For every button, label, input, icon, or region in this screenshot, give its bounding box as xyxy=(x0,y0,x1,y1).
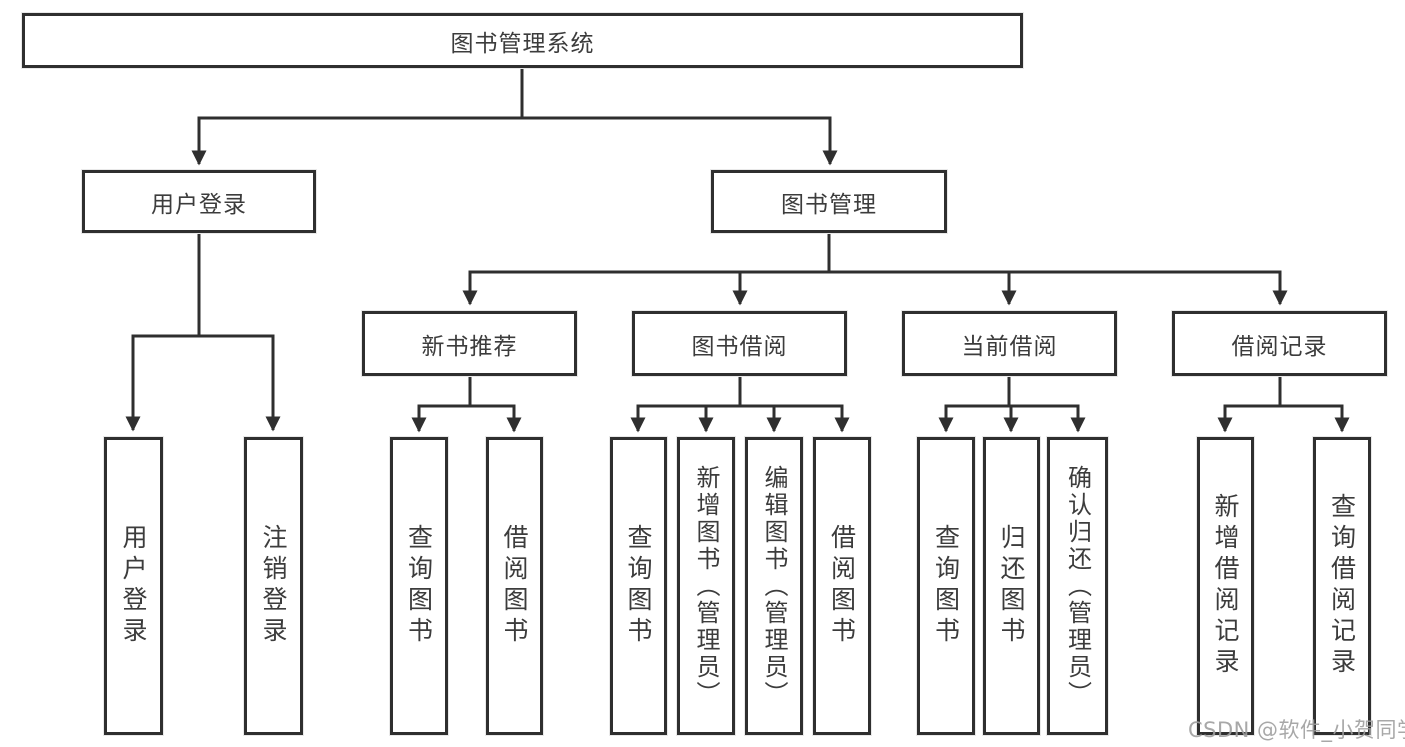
leaf-return-books: 归还图书 xyxy=(983,437,1040,735)
node-book-management-label: 图书管理 xyxy=(781,191,877,218)
node-book-borrow-label: 图书借阅 xyxy=(691,333,788,360)
leaf-recommend-query-books: 查询图书 xyxy=(390,437,448,735)
leaf-logout-label: 注销登录 xyxy=(259,524,288,648)
leaf-add-books-admin-label: 新增图书（管理员） xyxy=(692,464,720,708)
leaf-edit-books-admin: 编辑图书（管理员） xyxy=(745,437,803,735)
leaf-add-borrow-record: 新增借阅记录 xyxy=(1197,437,1254,735)
node-root: 图书管理系统 xyxy=(22,13,1023,68)
leaf-logout: 注销登录 xyxy=(244,437,303,735)
leaf-add-books-admin: 新增图书（管理员） xyxy=(677,437,735,735)
node-borrow-records: 借阅记录 xyxy=(1172,311,1387,376)
leaf-borrow-query-books-label: 查询图书 xyxy=(624,524,653,648)
leaf-user-login: 用户登录 xyxy=(104,437,163,735)
leaf-recommend-borrow-books-label: 借阅图书 xyxy=(500,524,529,648)
node-user-login: 用户登录 xyxy=(82,170,316,233)
node-new-book-recommend-label: 新书推荐 xyxy=(421,333,518,360)
leaf-recommend-borrow-books: 借阅图书 xyxy=(486,437,543,735)
leaf-borrow-query-books: 查询图书 xyxy=(610,437,667,735)
node-root-label: 图书管理系统 xyxy=(450,30,595,57)
leaf-recommend-query-books-label: 查询图书 xyxy=(404,524,434,648)
leaf-confirm-return-admin: 确认归还（管理员） xyxy=(1047,437,1108,735)
leaf-current-query-books-label: 查询图书 xyxy=(931,524,961,648)
leaf-add-borrow-record-label: 新增借阅记录 xyxy=(1211,493,1240,679)
watermark: CSDN @软件_小贺同学 xyxy=(1188,718,1405,742)
leaf-return-books-label: 归还图书 xyxy=(997,524,1026,648)
leaf-confirm-return-admin-label: 确认归还（管理员） xyxy=(1063,464,1092,708)
leaf-user-login-label: 用户登录 xyxy=(119,524,148,648)
leaf-edit-books-admin-label: 编辑图书（管理员） xyxy=(760,464,788,708)
leaf-borrow-books: 借阅图书 xyxy=(813,437,871,735)
leaf-current-query-books: 查询图书 xyxy=(917,437,975,735)
node-user-login-label: 用户登录 xyxy=(151,191,247,218)
node-current-borrow: 当前借阅 xyxy=(902,311,1117,376)
leaf-query-borrow-record: 查询借阅记录 xyxy=(1313,437,1371,735)
node-book-management: 图书管理 xyxy=(711,170,947,233)
node-current-borrow-label: 当前借阅 xyxy=(961,333,1058,360)
node-new-book-recommend: 新书推荐 xyxy=(362,311,577,376)
leaf-query-borrow-record-label: 查询借阅记录 xyxy=(1327,493,1357,679)
leaf-borrow-books-label: 借阅图书 xyxy=(827,524,857,648)
node-borrow-records-label: 借阅记录 xyxy=(1231,333,1328,360)
node-book-borrow: 图书借阅 xyxy=(632,311,847,376)
